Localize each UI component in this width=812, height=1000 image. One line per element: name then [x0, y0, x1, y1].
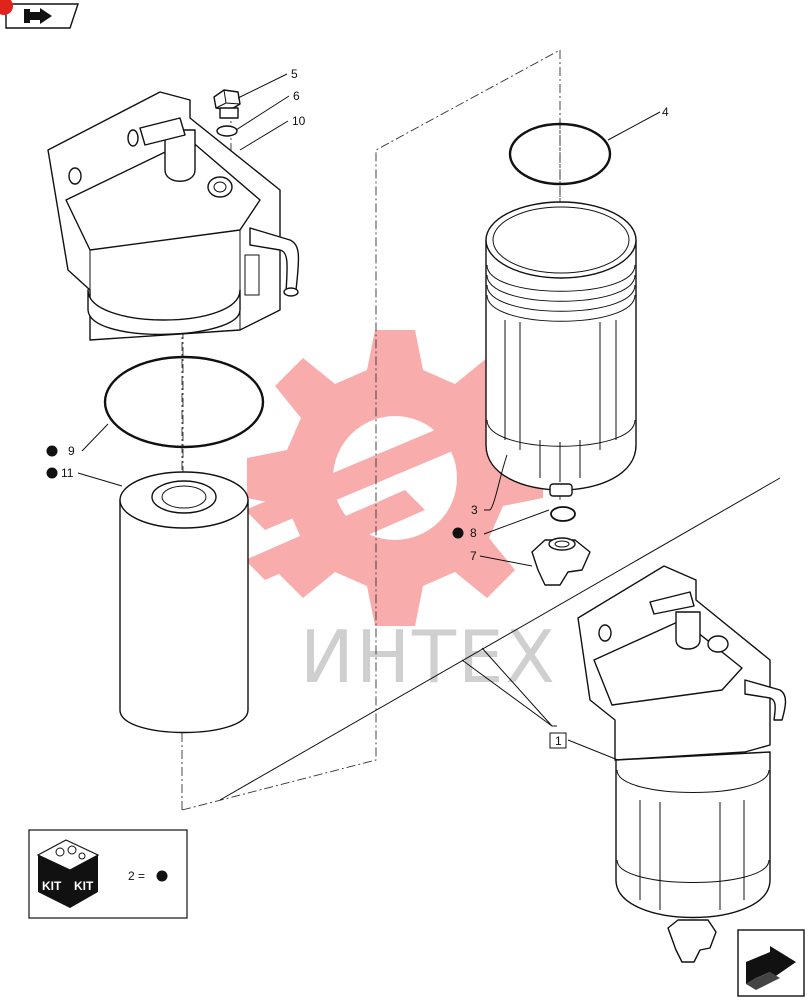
callout-10: 10 [292, 114, 306, 128]
callout-8: 8 [470, 526, 477, 540]
callout-6: 6 [293, 89, 300, 103]
drain-valve-part-7 [531, 537, 591, 586]
bleed-screw-part-5 [213, 89, 241, 119]
watermark-text: ИНТЕХ [300, 615, 557, 699]
assembly-part-1 [577, 565, 787, 963]
kit-bullet-8 [452, 527, 464, 539]
drain-o-ring-part-8 [550, 506, 576, 522]
callout-7: 7 [470, 549, 477, 563]
callout-3: 3 [471, 503, 478, 517]
divider-line [219, 477, 781, 801]
seal-ring-part-9 [103, 355, 265, 449]
next-arrow-icon [746, 946, 796, 990]
bowl-part-3 [485, 201, 637, 497]
kit-label-right: KIT [74, 879, 94, 893]
back-arrow-icon [24, 8, 52, 24]
bowl-seal-part-4 [508, 122, 612, 186]
filter-element-part-11 [119, 471, 249, 734]
callout-5: 5 [291, 67, 298, 81]
callout-11: 11 [61, 466, 74, 480]
status-badge [0, 0, 13, 15]
kit-legend: KIT KIT 2 = [28, 829, 188, 919]
kit-label-left: KIT [42, 879, 62, 893]
leader-lines [77, 73, 661, 761]
callout-1-box [549, 732, 567, 749]
kit-bullet-legend [156, 870, 168, 882]
watermark-logo [245, 330, 543, 626]
kit-box-icon: KIT KIT [36, 839, 100, 908]
callout-9: 9 [68, 444, 75, 458]
o-ring-part-6 [216, 125, 238, 137]
next-nav-button[interactable] [737, 929, 805, 997]
back-nav-button[interactable] [0, 0, 79, 29]
kit-bullet-9 [46, 445, 58, 457]
callout-labels: 5 6 10 4 9 11 3 8 7 1 [46, 67, 669, 749]
kit-equation: 2 = [128, 869, 145, 883]
callout-1: 1 [555, 734, 562, 748]
kit-bullet-11 [46, 467, 58, 479]
filter-head-part-10 [47, 91, 300, 341]
callout-4: 4 [662, 105, 669, 119]
